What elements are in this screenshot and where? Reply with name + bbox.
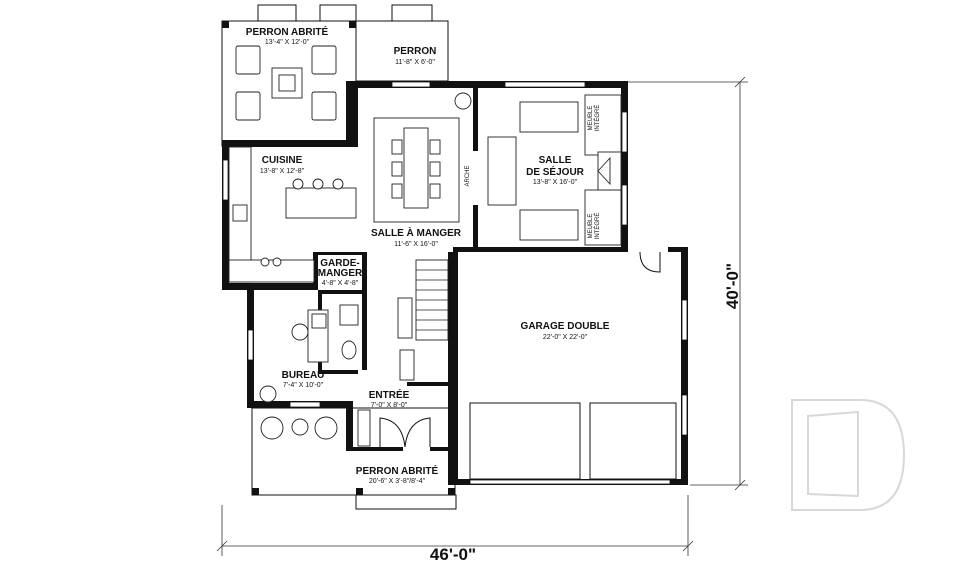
room-salle-de-sejour-name-2: DE SÉJOUR: [526, 165, 585, 178]
width-dimension: 46'-0": [430, 545, 476, 564]
room-garde-manger-name-2: MANGER: [318, 268, 363, 279]
porch-outlines: [221, 4, 457, 510]
room-salle-de-sejour-dims: 13'-8" X 16'-0": [533, 179, 578, 186]
room-salle-a-manger-name: SALLE À MANGER: [371, 226, 462, 239]
meuble-bottom-label-1: MEUBLE: [588, 214, 594, 239]
room-entree-name: ENTRÉE: [369, 388, 410, 401]
room-bureau-dims: 7'-4" X 10'-0": [283, 382, 324, 389]
room-labels: PERRON ABRITÉ 13'-4" X 12'-0" PERRON 11'…: [246, 25, 610, 485]
room-perron-name: PERRON: [394, 46, 437, 57]
office-furniture: [259, 309, 329, 403]
entry-door: [379, 417, 431, 448]
room-garage-name: GARAGE DOUBLE: [521, 321, 610, 332]
room-perron-abrite-bottom-name: PERRON ABRITÉ: [356, 464, 439, 477]
dimension-lines: [216, 76, 748, 556]
kitchen-fixtures: [228, 146, 357, 283]
room-cuisine-name: CUISINE: [262, 155, 303, 166]
meuble-top-label-2: INTÉGRÉ: [594, 105, 601, 132]
room-perron-dims: 11'-8" X 6'-0": [395, 59, 435, 66]
porch-chairs: [260, 416, 338, 440]
arche-label: ARCHE: [465, 165, 471, 186]
room-salle-a-manger-dims: 11'-6" X 16'-0": [394, 241, 438, 248]
room-garde-manger-dims: 4'-8" X 4'-8": [322, 280, 359, 287]
meuble-bottom-label-2: INTÉGRÉ: [594, 213, 601, 240]
living-furniture: [487, 94, 622, 246]
porch-posts: [222, 21, 455, 495]
room-entree-dims: 7'-0" X 8'-0": [371, 402, 408, 409]
room-perron-abrite-bottom-dims: 20'-6" X 3'-8"/8'-4": [369, 478, 426, 485]
patio-furniture: [235, 45, 337, 121]
room-garage-dims: 22'-0" X 22'-0": [543, 334, 588, 341]
room-salle-de-sejour-name-1: SALLE: [539, 155, 572, 166]
watermark-logo: [791, 399, 906, 511]
room-perron-abrite-top-name: PERRON ABRITÉ: [246, 25, 329, 38]
room-bureau-name: BUREAU: [282, 370, 325, 381]
room-cuisine-dims: 13'-8" X 12'-8": [260, 168, 305, 175]
depth-dimension: 40'-0": [723, 263, 742, 309]
garage-doors: [469, 251, 677, 480]
dining-furniture: [373, 92, 472, 223]
windows: [222, 81, 688, 485]
meuble-top-label-1: MEUBLE: [588, 106, 594, 131]
room-perron-abrite-top-dims: 13'-4" X 12'-0": [265, 39, 310, 46]
room-garde-manger-name-1: GARDE-: [320, 258, 359, 269]
utility-fixtures: [339, 259, 449, 447]
